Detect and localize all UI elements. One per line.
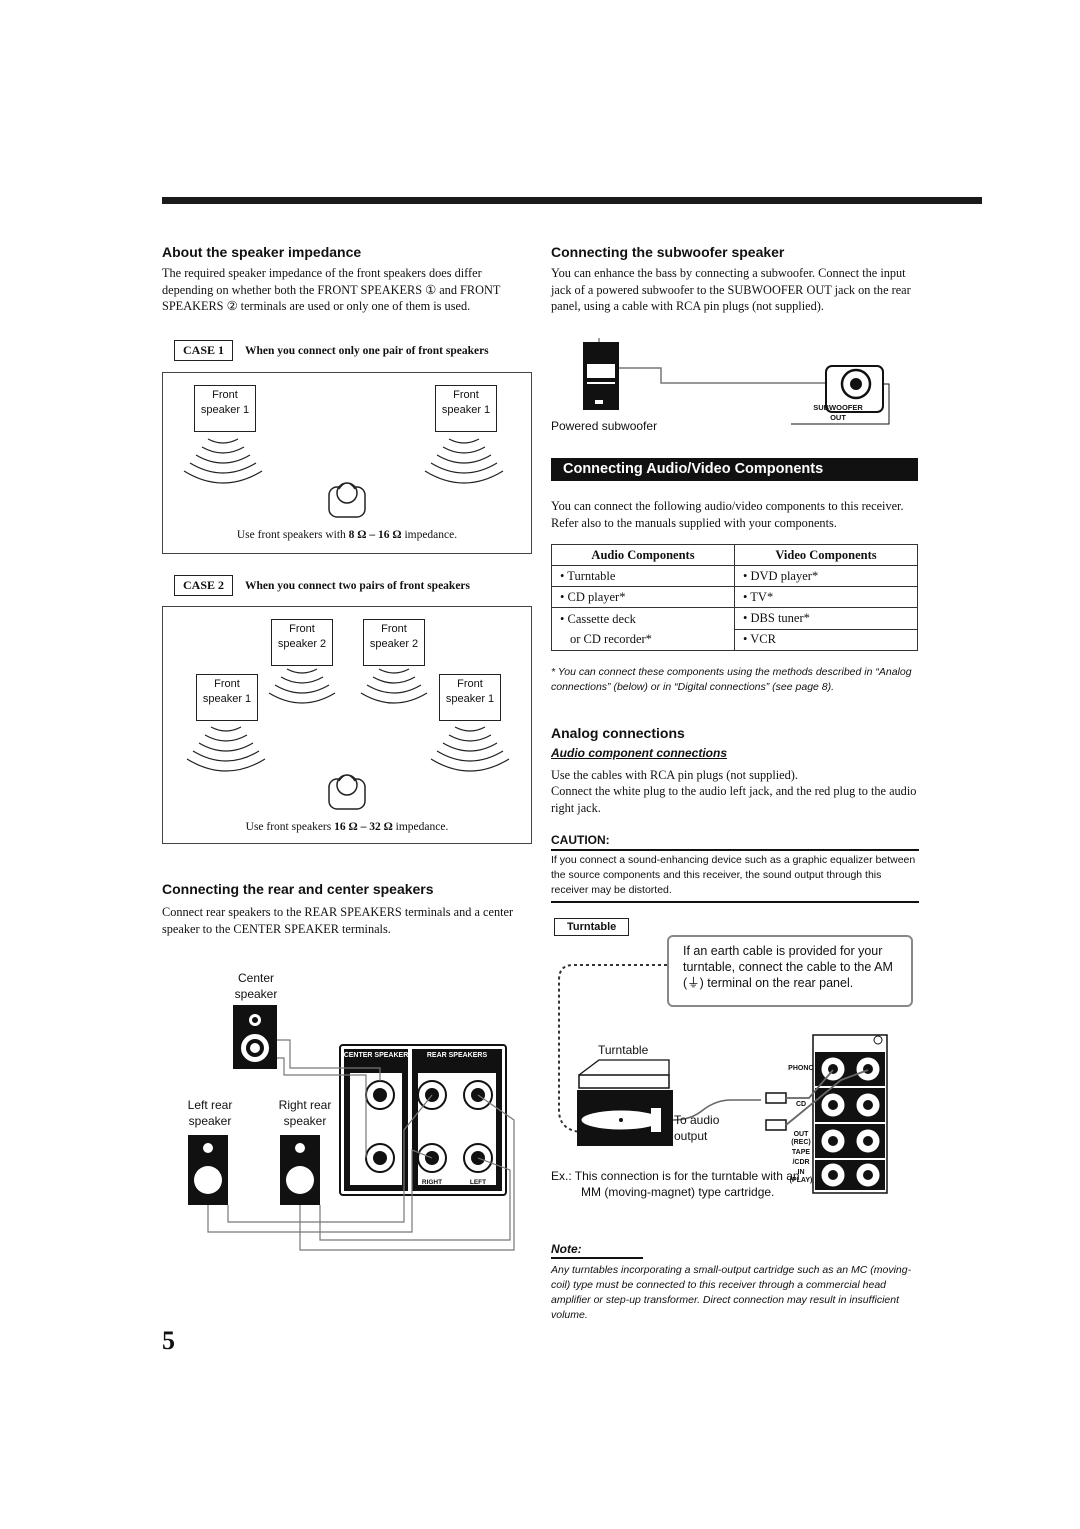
panel-out-label: OUT [794, 1131, 810, 1138]
subwoofer-jack-label-1: SUBWOOFER [813, 403, 863, 412]
case2-desc: When you connect two pairs of front spea… [245, 580, 471, 592]
front-speaker-2-right: Front speaker 2 [363, 619, 425, 666]
audio-item-multiline: • Cassette deck or CD recorder* [551, 607, 735, 651]
powered-subwoofer-label: Powered subwoofer [551, 419, 658, 433]
panel-cdr-label: /CDR [792, 1159, 809, 1166]
impedance-body: The required speaker impedance of the fr… [162, 266, 501, 313]
case1-desc: When you connect only one pair of front … [245, 345, 489, 357]
front-speaker-1-right: Front speaker 1 [439, 674, 501, 721]
note-rule [551, 1257, 643, 1259]
page-number: 5 [162, 1326, 175, 1355]
analog-body-1: Use the cables with RCA pin plugs (not s… [551, 768, 798, 782]
rear-center-heading: Connecting the rear and center speakers [162, 881, 434, 897]
left-rear-label: Left rear speaker [187, 1098, 233, 1128]
case2-diagram: Front speaker 2 Front speaker 2 Front sp… [162, 606, 532, 844]
case2-tag: CASE 2 [174, 575, 234, 596]
panel-left-label: LEFT [470, 1179, 486, 1186]
audio-component-subheading: Audio component connections [551, 746, 727, 760]
components-table: Audio Components Video Components • Turn… [551, 544, 918, 651]
case1-tag: CASE 1 [174, 340, 234, 361]
subwoofer-jack-label-2: OUT [830, 413, 846, 422]
audio-item: • CD player* [551, 586, 735, 608]
right-rear-label: Right rear speaker [278, 1098, 332, 1128]
turntable-wiring-diagram: PHONO CD OUT (REC) TAPE /CDR IN (PLAY) [558, 964, 888, 1194]
av-intro: You can connect the following audio/vide… [551, 499, 904, 530]
sound-waves-icon [186, 726, 266, 772]
av-section-banner: Connecting Audio/Video Components [551, 458, 918, 481]
to-audio-output-label: To audio output [674, 1113, 720, 1143]
video-item: • DVD player* [734, 565, 918, 587]
rear-center-body: Connect rear speakers to the REAR SPEAKE… [162, 905, 514, 936]
turntable-example: Ex.: This connection is for the turntabl… [551, 1169, 800, 1199]
caution-rule-bottom [551, 901, 919, 903]
panel-cd-label: CD [796, 1101, 806, 1108]
case1-header: CASE 1 When you connect only one pair of… [174, 340, 489, 361]
panel-phono-label: PHONO [788, 1065, 814, 1072]
subwoofer-body: You can enhance the bass by connecting a… [551, 266, 911, 313]
panel-rec-label: (REC) [791, 1139, 810, 1146]
case1-diagram: Front speaker 1 Front speaker 1 Use fron… [162, 372, 532, 554]
front-speaker-2-left: Front speaker 2 [271, 619, 333, 666]
subwoofer-heading: Connecting the subwoofer speaker [551, 244, 785, 260]
caution-title: CAUTION: [551, 833, 610, 847]
earth-note-box [667, 935, 913, 1007]
video-item: • VCR [734, 628, 918, 651]
top-rule [162, 197, 982, 204]
caution-text: If you connect a sound-enhancing device … [551, 854, 916, 896]
case2-caption: Use front speakers 16 Ω – 32 Ω impedance… [245, 821, 449, 833]
analog-heading: Analog connections [551, 725, 685, 741]
listener-icon [328, 774, 366, 810]
impedance-heading: About the speaker impedance [162, 244, 362, 260]
turntable-tag: Turntable [554, 918, 630, 936]
sound-waves-icon [360, 668, 428, 704]
center-speaker-label: Center speaker [234, 971, 278, 1001]
subwoofer-diagram: SUBWOOFER OUT [583, 338, 890, 425]
audio-header: Audio Components [551, 544, 735, 566]
turntable-lid-icon [578, 1074, 670, 1089]
earth-note: If an earth cable is provided for your t… [683, 944, 893, 990]
panel-center-label: CENTER SPEAKER [344, 1052, 409, 1059]
panel-play-label: (PLAY) [790, 1177, 813, 1184]
front-speaker-1-left: Front speaker 1 [196, 674, 258, 721]
case1-caption: Use front speakers with 8 Ω – 16 Ω imped… [236, 529, 458, 541]
panel-in-label: IN [798, 1169, 805, 1176]
panel-rear-label: REAR SPEAKERS [427, 1052, 488, 1059]
caution-rule-top [551, 849, 919, 851]
sound-waves-icon [268, 668, 336, 704]
note-text: Any turntables incorporating a small-out… [551, 1264, 912, 1321]
video-item: • TV* [734, 586, 918, 608]
av-footnote: * You can connect these components using… [551, 666, 912, 693]
panel-tape-label: TAPE [792, 1149, 810, 1156]
note-title: Note: [551, 1242, 582, 1256]
video-header: Video Components [734, 544, 918, 566]
case2-header: CASE 2 When you connect two pairs of fro… [174, 575, 470, 596]
analog-body-2: Connect the white plug to the audio left… [551, 784, 917, 815]
audio-item: • Turntable [551, 565, 735, 587]
listener-icon [328, 482, 366, 518]
sound-waves-icon [430, 726, 510, 772]
sound-waves-icon [424, 438, 504, 484]
front-speaker-1-left: Front speaker 1 [194, 385, 256, 432]
front-speaker-1-right: Front speaker 1 [435, 385, 497, 432]
video-item: • DBS tuner* [734, 607, 918, 630]
turntable-label: Turntable [598, 1043, 649, 1057]
panel-right-label: RIGHT [422, 1179, 442, 1186]
rear-center-wiring-diagram: CENTER SPEAKER REAR SPEAKERS RIGHT LEFT [188, 1005, 515, 1251]
sound-waves-icon [183, 438, 263, 484]
